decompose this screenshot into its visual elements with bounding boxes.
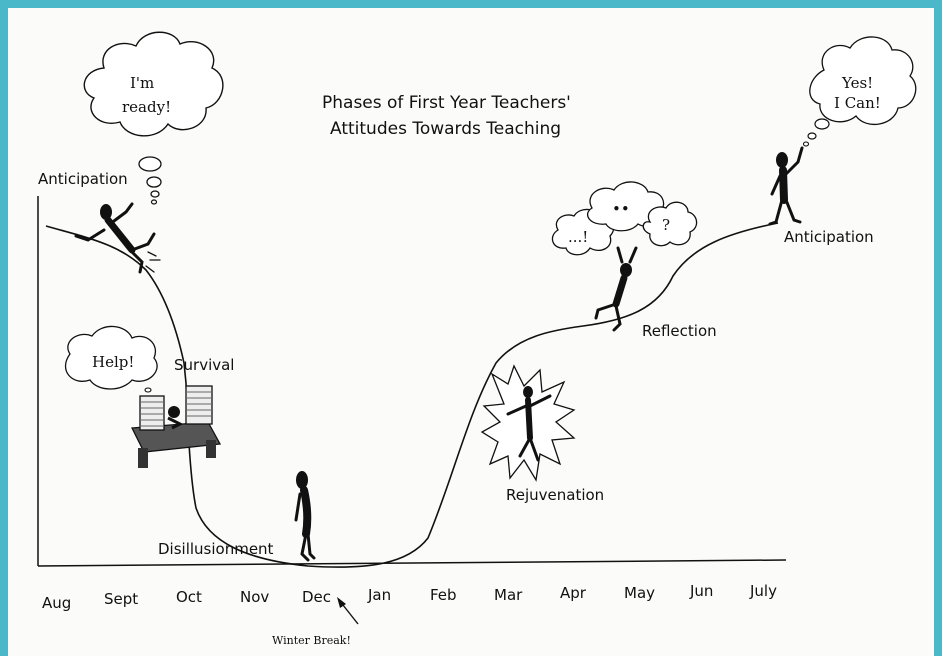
phase-disillusionment: Disillusionment (158, 540, 274, 558)
overwhelmed-desk-figure (130, 385, 222, 468)
month-july: July (749, 582, 777, 600)
month-aug: Aug (42, 594, 71, 612)
x-axis (37, 559, 787, 567)
phase-rejuvenation: Rejuvenation (506, 486, 604, 504)
attitude-diagram: Phases of First Year Teachers' Attitudes… (37, 31, 917, 647)
month-may: May (624, 584, 655, 602)
ready-thought-cloud: I'm ready! (83, 31, 224, 205)
rejuvenation-burst (480, 364, 576, 482)
winter-break-arrowhead (337, 597, 346, 608)
thought-mid-text: •• (612, 200, 630, 218)
month-apr: Apr (560, 584, 587, 602)
month-jun: Jun (689, 582, 713, 600)
anticipation-figure-end (768, 146, 804, 226)
month-labels: Aug Sept Oct Nov Dec Jan Feb Mar Apr May… (42, 582, 777, 612)
diagram-frame: Phases of First Year Teachers' Attitudes… (8, 8, 934, 656)
phase-reflection: Reflection (642, 322, 717, 340)
phase-anticipation-end: Anticipation (784, 228, 874, 246)
month-dec: Dec (302, 588, 331, 606)
anticipation-figure-start (74, 202, 161, 274)
disillusionment-figure (294, 471, 316, 562)
help-text: Help! (92, 353, 134, 371)
title-line-2: Attitudes Towards Teaching (330, 119, 561, 139)
ready-text-line2: ready! (122, 98, 171, 116)
thought-left-text: ...! (568, 228, 588, 246)
yes-i-can-thought-cloud: Yes! I Can! (802, 36, 917, 147)
month-jan: Jan (367, 586, 391, 604)
reflection-figure (594, 246, 638, 332)
month-mar: Mar (494, 586, 523, 604)
month-sept: Sept (104, 590, 138, 608)
month-feb: Feb (430, 586, 457, 604)
winter-break-label: Winter Break! (272, 634, 351, 647)
yes-text-line1: Yes! (841, 74, 873, 92)
title-line-1: Phases of First Year Teachers' (322, 93, 571, 113)
month-nov: Nov (240, 588, 269, 606)
help-thought-cloud: Help! (64, 325, 158, 393)
month-oct: Oct (176, 588, 202, 606)
phase-anticipation-start: Anticipation (38, 170, 128, 188)
ready-text-line1: I'm (130, 74, 154, 92)
reflection-thought-clouds: ...! •• ? (551, 181, 698, 256)
thought-right-text: ? (662, 216, 670, 234)
yes-text-line2: I Can! (834, 94, 881, 112)
phase-survival: Survival (174, 356, 234, 374)
attitude-curve (45, 222, 779, 568)
